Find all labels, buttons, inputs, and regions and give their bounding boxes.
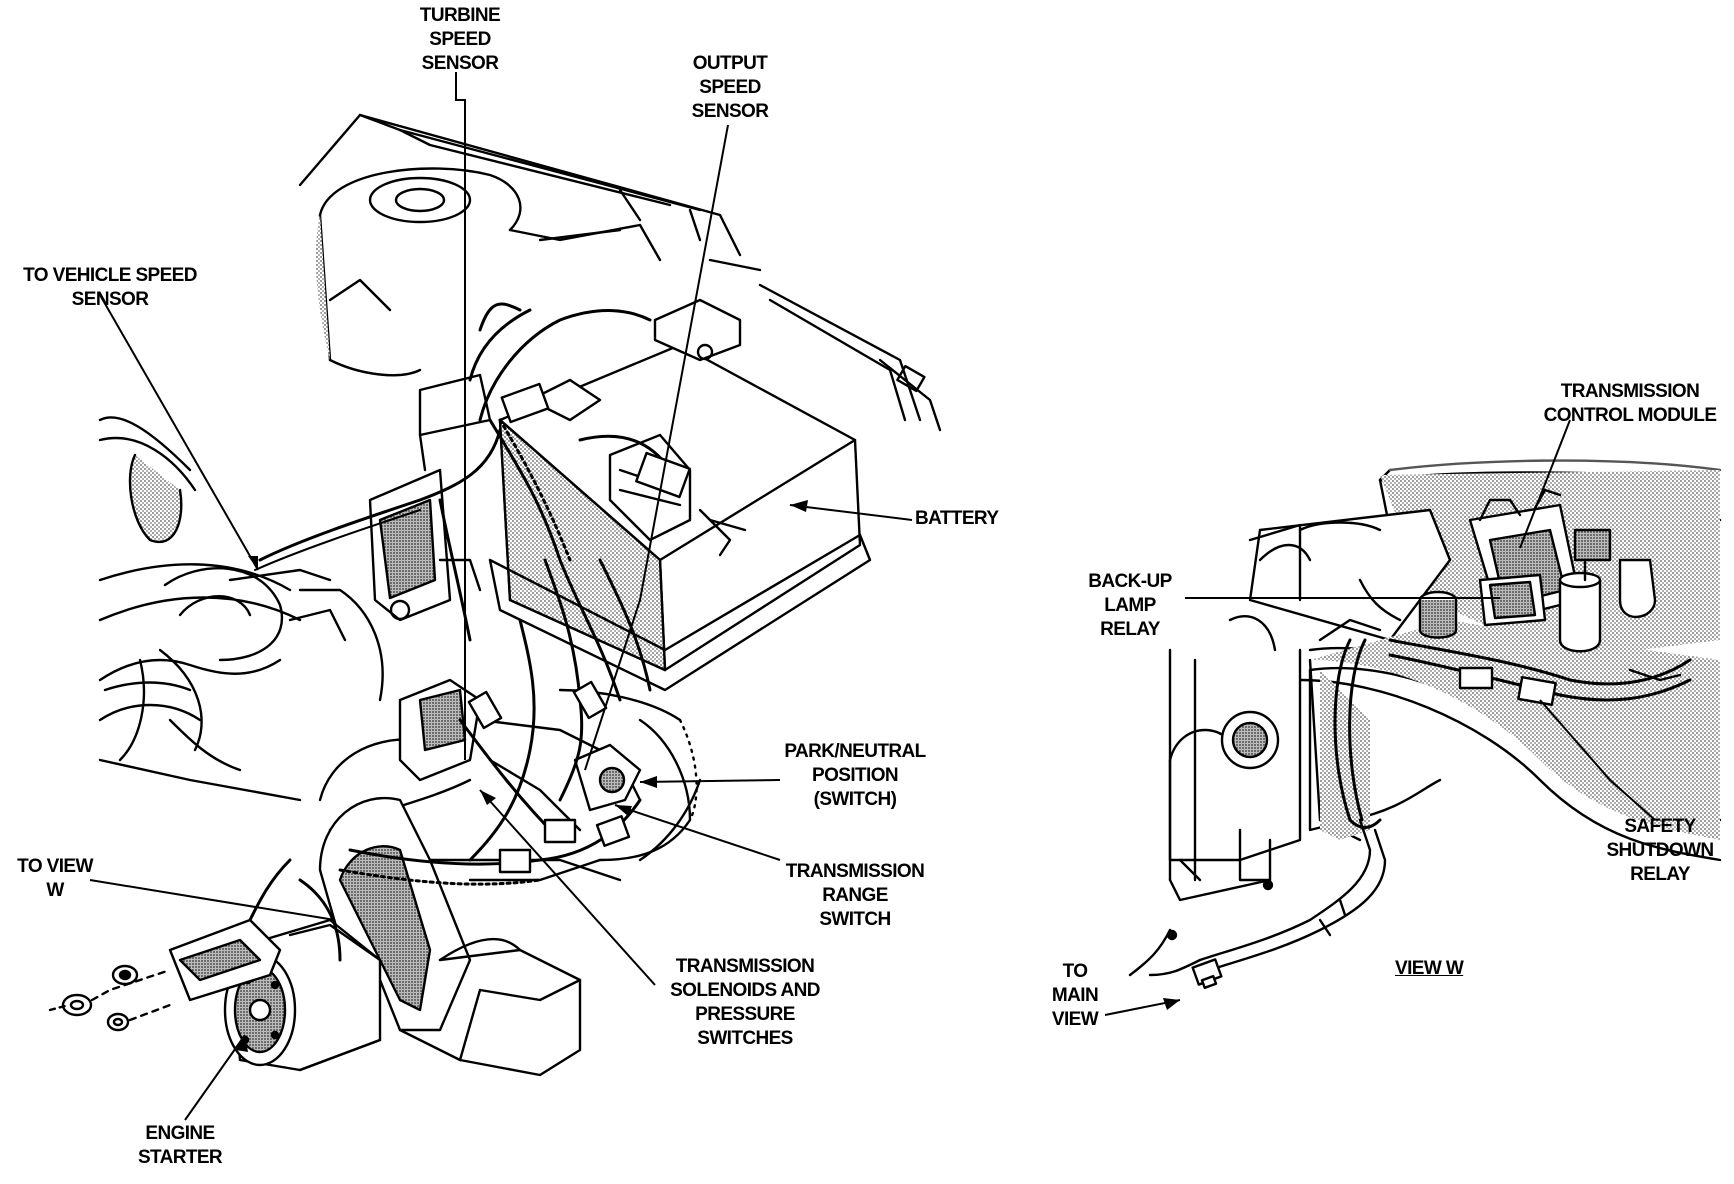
- brake-lines: [758, 283, 942, 432]
- label-to-vehicle-speed-sensor: TO VEHICLE SPEED SENSOR: [23, 265, 197, 310]
- leader-lines: [89, 72, 1656, 1121]
- label-engine-starter: ENGINE STARTER: [137, 1123, 223, 1168]
- battery: [488, 298, 872, 692]
- engine-starter: [48, 918, 382, 1072]
- label-to-view-w: TO VIEW W: [17, 856, 93, 901]
- label-turbine-speed-sensor: TURBINE SPEED SENSOR: [419, 5, 501, 74]
- label-safety-shutdown-relay: SAFETY SHUTDOWN RELAY: [1606, 816, 1714, 885]
- label-output-speed-sensor: OUTPUT SPEED SENSOR: [691, 53, 769, 122]
- engine-block: [98, 416, 384, 802]
- transmission-case: [318, 678, 702, 882]
- label-to-main-view: TO MAIN VIEW: [1051, 961, 1099, 1030]
- label-battery: BATTERY: [915, 508, 999, 529]
- label-back-up-lamp-relay: BACK-UP LAMP RELAY: [1088, 571, 1172, 640]
- strut-tower: [315, 167, 662, 377]
- view-w-artwork: [1128, 459, 1722, 990]
- label-transmission-solenoids-pressure-switches: TRANSMISSION SOLENOIDS AND PRESSURE SWIT…: [670, 956, 820, 1049]
- battery-tray: [368, 373, 492, 622]
- label-transmission-range-switch: TRANSMISSION RANGE SWITCH: [785, 861, 925, 930]
- harness-connectors: [467, 382, 691, 874]
- transmission-bellhousing: [318, 797, 622, 1077]
- label-park-neutral-position-switch: PARK/NEUTRAL POSITION (SWITCH): [784, 741, 926, 810]
- label-transmission-control-module: TRANSMISSION CONTROL MODULE: [1543, 381, 1717, 426]
- view-w-title: VIEW W: [1395, 958, 1464, 979]
- cowl-panel: [298, 113, 762, 272]
- leader-arrowheads: [236, 500, 1180, 1052]
